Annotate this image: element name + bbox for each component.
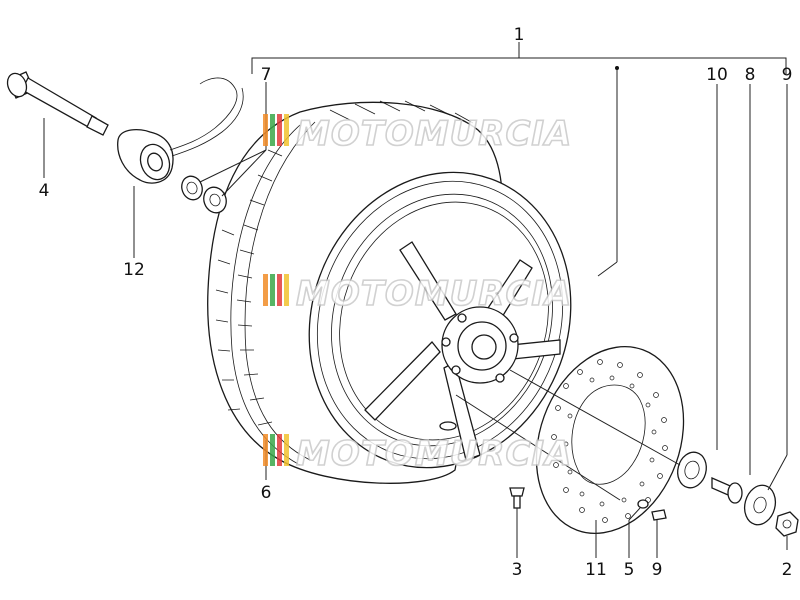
left-bearings [181, 175, 227, 214]
wheel-hub [441, 306, 519, 384]
watermark-middle: MOTOMURCIA [263, 273, 572, 315]
watermark-text: MOTOMURCIA [296, 114, 572, 154]
callout-2: 2 [782, 560, 793, 580]
right-bearing [677, 451, 707, 489]
callout-11: 11 [585, 560, 607, 580]
watermark-text: MOTOMURCIA [296, 274, 572, 314]
disc-screw [651, 509, 667, 521]
callout-9-bottom: 9 [652, 560, 663, 580]
disc-washer [637, 499, 649, 509]
callout-labels: 1 7 10 8 9 4 12 6 3 11 5 9 2 [39, 25, 793, 580]
callout-1: 1 [514, 25, 525, 45]
callout-10: 10 [706, 65, 728, 85]
callout-4: 4 [39, 181, 50, 201]
valve [439, 421, 457, 431]
valve-screw [509, 487, 525, 509]
callout-5: 5 [624, 560, 635, 580]
wheel-axle [6, 71, 109, 136]
leader-lines [43, 42, 788, 558]
callout-3: 3 [512, 560, 523, 580]
spacer [711, 477, 743, 504]
brake-disc [535, 346, 685, 534]
speedometer-drive [117, 77, 244, 184]
watermark-top: MOTOMURCIA [263, 113, 572, 155]
watermark-text: MOTOMURCIA [296, 434, 572, 474]
callout-9-top: 9 [782, 65, 793, 85]
watermark-bottom: MOTOMURCIA [263, 433, 572, 475]
callout-8: 8 [745, 65, 756, 85]
wheel-rim [308, 171, 572, 469]
washer [743, 484, 777, 526]
callout-7: 7 [261, 65, 272, 85]
callout-6: 6 [261, 483, 272, 503]
axle-nut [775, 511, 799, 537]
callout-12: 12 [123, 260, 145, 280]
